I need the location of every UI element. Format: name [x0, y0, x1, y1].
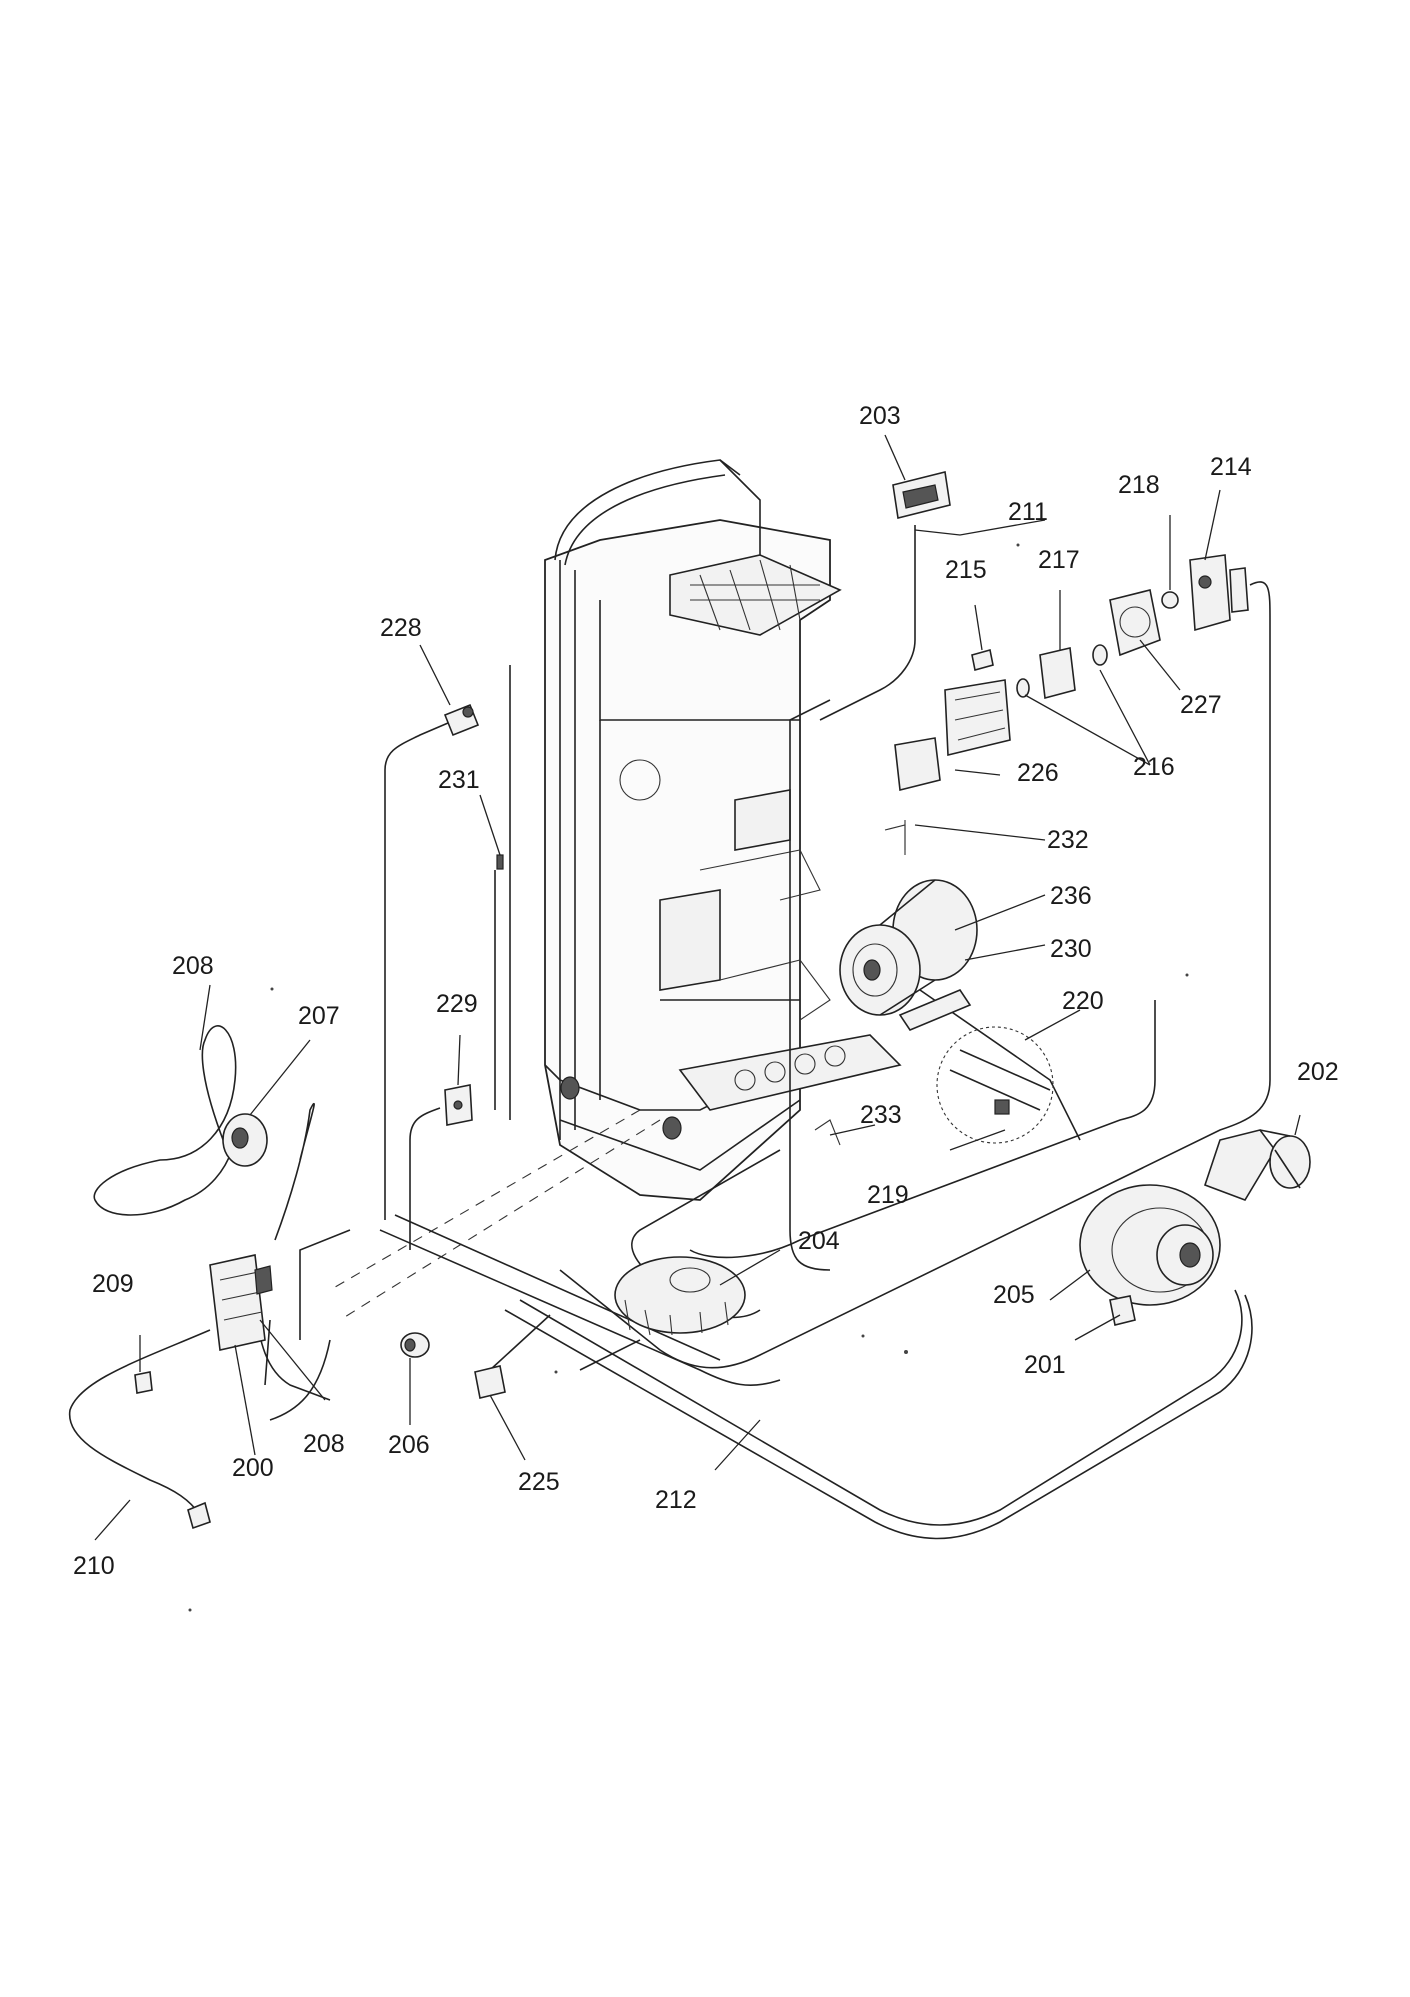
label-232: 232 — [1047, 826, 1089, 854]
label-215: 215 — [945, 556, 987, 584]
switch-215 — [971, 648, 994, 672]
label-214: 214 — [1210, 453, 1252, 481]
label-218: 218 — [1118, 471, 1160, 499]
label-204: 204 — [798, 1227, 840, 1255]
label-209: 209 — [92, 1270, 134, 1298]
label-236: 236 — [1050, 882, 1092, 910]
label-211: 211 — [1008, 498, 1048, 526]
sensor-228 — [443, 703, 480, 737]
exhaust-blower-201 — [1079, 1184, 1221, 1326]
switch-206 — [400, 1332, 430, 1358]
wiring-harness — [68, 525, 1271, 1540]
room-blower-204 — [614, 1256, 746, 1336]
label-227: 227 — [1180, 691, 1222, 719]
ignitor-detail-219 — [936, 1026, 1054, 1144]
auger-clamp-217 — [1039, 647, 1076, 700]
power-plug-210 — [187, 1501, 211, 1530]
gasket-216b — [1016, 678, 1030, 698]
label-208b: 208 — [303, 1430, 345, 1458]
vacuum-switch-207 — [222, 1113, 268, 1167]
label-208a: 208 — [172, 952, 214, 980]
bracket-232 — [884, 824, 906, 855]
control-module-200 — [209, 1254, 273, 1351]
label-217: 217 — [1038, 546, 1080, 574]
label-202: 202 — [1297, 1058, 1339, 1086]
part-labels: 203 211 215 217 218 214 227 216 226 232 … — [73, 402, 1339, 1580]
stove-cabinet — [494, 459, 902, 1201]
label-205: 205 — [993, 1281, 1035, 1309]
switch-229 — [444, 1084, 473, 1126]
label-220: 220 — [1062, 987, 1104, 1015]
label-207: 207 — [298, 1002, 340, 1030]
fuse-209 — [134, 1371, 153, 1394]
control-board-203 — [892, 471, 951, 519]
label-206: 206 — [388, 1431, 430, 1459]
label-212: 212 — [655, 1486, 697, 1514]
gear-motor-214 — [1189, 554, 1249, 632]
label-228: 228 — [380, 614, 422, 642]
bushing-218 — [1161, 591, 1179, 609]
label-230: 230 — [1050, 935, 1092, 963]
leader-lines — [94, 434, 1301, 1541]
label-201: 201 — [1024, 1351, 1066, 1379]
label-225: 225 — [518, 1468, 560, 1496]
auger-assembly-226 — [894, 679, 1011, 791]
components — [134, 471, 1311, 1530]
exhaust-pipe-202 — [1203, 1129, 1311, 1201]
label-229: 229 — [436, 990, 478, 1018]
label-203: 203 — [859, 402, 901, 430]
gasket-216 — [1092, 644, 1108, 666]
label-226: 226 — [1017, 759, 1059, 787]
label-231: 231 — [438, 766, 480, 794]
plate-233 — [814, 1119, 841, 1146]
label-233: 233 — [860, 1101, 902, 1129]
probe-231 — [496, 854, 504, 870]
label-210: 210 — [73, 1552, 115, 1580]
label-200: 200 — [232, 1454, 274, 1482]
combustion-blower-230 — [839, 879, 978, 1031]
label-216: 216 — [1133, 753, 1175, 781]
label-219: 219 — [867, 1181, 909, 1209]
motor-flange-227 — [1109, 589, 1161, 657]
relay-225 — [474, 1365, 506, 1399]
scan-specks — [188, 543, 1189, 1612]
